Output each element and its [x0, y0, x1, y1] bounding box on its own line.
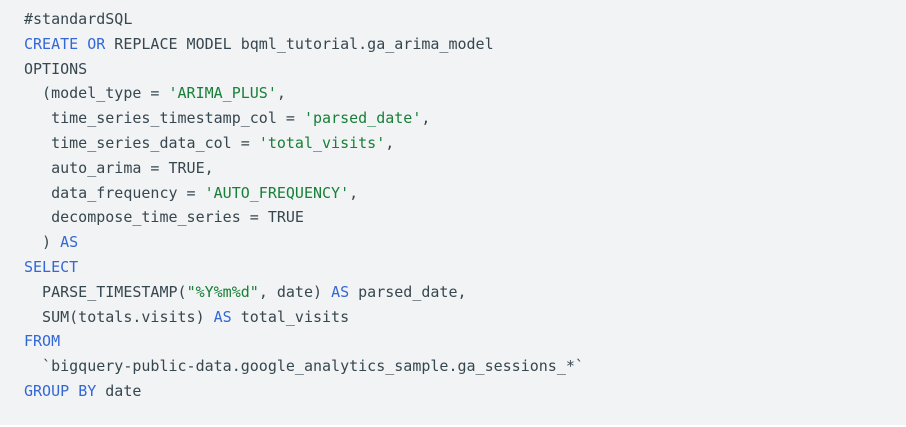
sql-text: [78, 35, 87, 53]
code-line: PARSE_TIMESTAMP("%Y%m%d", date) AS parse…: [24, 280, 584, 305]
sql-text: `bigquery-public-data.google_analytics_s…: [24, 357, 584, 376]
sql-keyword: CREATE: [24, 34, 79, 53]
sql-text: data_frequency =: [24, 183, 205, 202]
code-line: OPTIONS: [24, 57, 584, 82]
sql-text: auto_arima = TRUE,: [24, 158, 214, 177]
sql-string-literal: "%Y%m%d": [186, 282, 259, 301]
sql-text: time_series_data_col =: [24, 133, 259, 152]
code-line: GROUP BY date: [24, 379, 584, 404]
sql-text: date: [96, 381, 142, 400]
sql-text: ,: [421, 109, 431, 128]
sql-text: PARSE_TIMESTAMP(: [24, 282, 187, 301]
code-line: SELECT: [24, 255, 584, 280]
sql-keyword: SELECT: [24, 257, 79, 276]
code-line: FROM: [24, 329, 584, 354]
sql-text: OPTIONS: [24, 59, 88, 78]
code-line: data_frequency = 'AUTO_FREQUENCY',: [24, 181, 584, 206]
sql-text: (model_type =: [24, 84, 169, 103]
sql-code-block: #standardSQL CREATE OR REPLACE MODEL bqml…: [24, 7, 584, 404]
sql-text: decompose_time_series = TRUE: [24, 208, 304, 227]
sql-keyword: OR: [87, 34, 106, 53]
code-line: decompose_time_series = TRUE: [24, 205, 584, 230]
code-line: #standardSQL: [24, 7, 584, 32]
sql-text: [69, 382, 78, 400]
sql-string-literal: 'ARIMA_PLUS': [168, 84, 277, 103]
sql-text: total_visits: [231, 307, 350, 326]
sql-keyword: FROM: [24, 332, 61, 351]
sql-text: ,: [276, 84, 286, 103]
sql-text: ,: [349, 183, 359, 202]
sql-text: , date): [258, 282, 332, 301]
sql-string-literal: 'AUTO_FREQUENCY': [204, 183, 350, 202]
sql-text: time_series_timestamp_col =: [24, 109, 304, 128]
code-line: auto_arima = TRUE,: [24, 156, 584, 181]
sql-text: ,: [385, 133, 395, 152]
sql-string-literal: 'total_visits': [258, 133, 386, 152]
code-line: (model_type = 'ARIMA_PLUS',: [24, 81, 584, 106]
code-line: SUM(totals.visits) AS total_visits: [24, 305, 584, 330]
code-line: time_series_data_col = 'total_visits',: [24, 131, 584, 156]
code-line: `bigquery-public-data.google_analytics_s…: [24, 354, 584, 379]
sql-keyword: AS: [331, 282, 350, 301]
sql-text: ): [24, 233, 61, 252]
sql-text: #standardSQL: [24, 10, 133, 28]
sql-string-literal: 'parsed_date': [303, 109, 422, 128]
sql-text: parsed_date,: [349, 282, 467, 301]
sql-keyword: GROUP: [24, 381, 70, 400]
code-line: time_series_timestamp_col = 'parsed_date…: [24, 106, 584, 131]
code-line: CREATE OR REPLACE MODEL bqml_tutorial.ga…: [24, 32, 584, 57]
code-line: ) AS: [24, 230, 584, 255]
sql-keyword: BY: [78, 381, 97, 400]
sql-keyword: AS: [213, 307, 232, 326]
sql-text: REPLACE MODEL bqml_tutorial.ga_arima_mod…: [105, 34, 494, 53]
sql-text: SUM(totals.visits): [24, 307, 214, 326]
sql-keyword: AS: [60, 233, 79, 252]
